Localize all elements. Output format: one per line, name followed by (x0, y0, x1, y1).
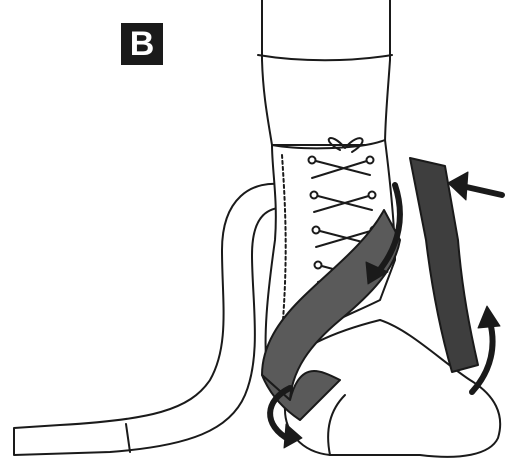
leg-icon (262, 0, 390, 145)
loose-strap-left (14, 184, 292, 455)
arrow-push-icon (448, 172, 502, 200)
arrow-curve-up-icon (472, 306, 500, 392)
